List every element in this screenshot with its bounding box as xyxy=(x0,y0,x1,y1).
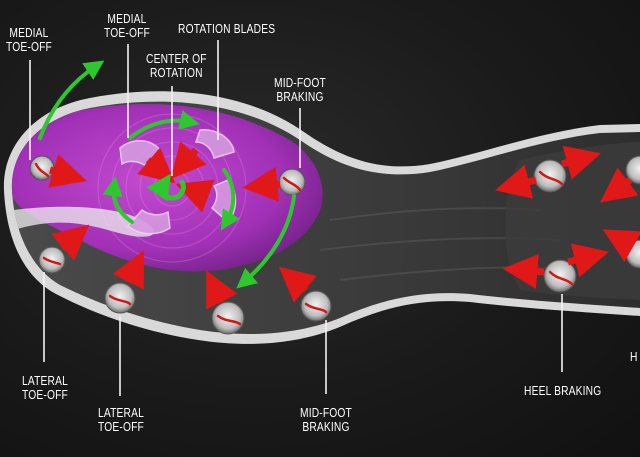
label-line: HEEL BRAKING xyxy=(524,384,602,398)
label-line: LATERAL xyxy=(22,374,68,388)
label-line: BRAKING xyxy=(276,90,324,104)
label-rotation-blades: ROTATION BLADES xyxy=(178,22,275,36)
rotation-arrows xyxy=(38,60,296,289)
rotation-arrow xyxy=(128,110,200,140)
label-line: ROTATION BLADES xyxy=(178,22,276,36)
label-line: CENTER OF xyxy=(146,52,207,66)
rotation-arrow xyxy=(236,194,296,289)
label-line: MEDIAL xyxy=(107,12,147,26)
force-arrow xyxy=(206,270,238,310)
label-line: H xyxy=(630,350,638,364)
label-line: LATERAL xyxy=(98,406,144,420)
force-arrow xyxy=(137,147,176,184)
label-line: TOE-OFF xyxy=(104,26,150,40)
stud-force-curves xyxy=(34,162,574,326)
label-lateral-toe-off-left: LATERAL TOE-OFF xyxy=(22,374,68,402)
force-arrow xyxy=(175,179,215,213)
label-lateral-toe-off-center: LATERAL TOE-OFF xyxy=(98,406,144,434)
label-center-of-rotation: CENTER OF ROTATION xyxy=(146,52,207,80)
force-arrow xyxy=(242,166,281,202)
force-arrow xyxy=(567,243,609,278)
label-line: TOE-OFF xyxy=(22,388,68,402)
stud-heel-1 xyxy=(533,159,567,193)
force-arrow xyxy=(51,224,90,261)
force-arrow xyxy=(48,154,87,188)
sole-ribbon xyxy=(14,206,154,237)
force-arrow xyxy=(502,254,545,289)
leader-lines xyxy=(29,40,563,396)
label-medial-toe-off-center: MEDIAL TOE-OFF xyxy=(104,12,150,40)
stud-medial-toe xyxy=(29,155,55,181)
stud-lateral-toe xyxy=(38,246,66,274)
stud-lateral-toe-2 xyxy=(104,282,136,314)
label-medial-toe-off-left: MEDIAL TOE-OFF xyxy=(6,26,52,54)
rotation-arrow xyxy=(38,60,105,140)
label-line: BRAKING xyxy=(302,420,350,434)
label-mid-foot-braking-bottom: MID-FOOT BRAKING xyxy=(300,406,352,434)
label-line: MEDIAL xyxy=(9,26,49,40)
studs xyxy=(29,155,640,335)
stud-midfoot-top xyxy=(278,168,306,196)
force-arrow xyxy=(112,250,144,290)
rotation-arrow xyxy=(102,176,134,224)
force-arrow xyxy=(170,141,207,180)
force-arrows xyxy=(48,141,640,310)
force-arrow xyxy=(561,145,601,180)
label-mid-foot-braking-top: MID-FOOT BRAKING xyxy=(274,76,326,104)
label-heel-braking: HEEL BRAKING xyxy=(524,384,601,398)
label-line: ROTATION xyxy=(149,66,203,80)
force-arrow xyxy=(278,266,317,303)
label-line: MID-FOOT xyxy=(300,406,352,420)
force-arrow xyxy=(602,229,640,262)
label-line: TOE-OFF xyxy=(98,420,144,434)
center-rotation-arrow xyxy=(146,173,186,202)
stud-midfoot-low-2 xyxy=(300,290,332,322)
rotation-arrow xyxy=(220,168,240,231)
label-heel-partial: H xyxy=(630,350,638,364)
force-arrow xyxy=(495,164,537,199)
force-arrow xyxy=(600,167,639,203)
label-line: MID-FOOT xyxy=(274,76,326,90)
stud-midfoot-low-1 xyxy=(211,301,245,335)
label-line: TOE-OFF xyxy=(6,40,52,54)
